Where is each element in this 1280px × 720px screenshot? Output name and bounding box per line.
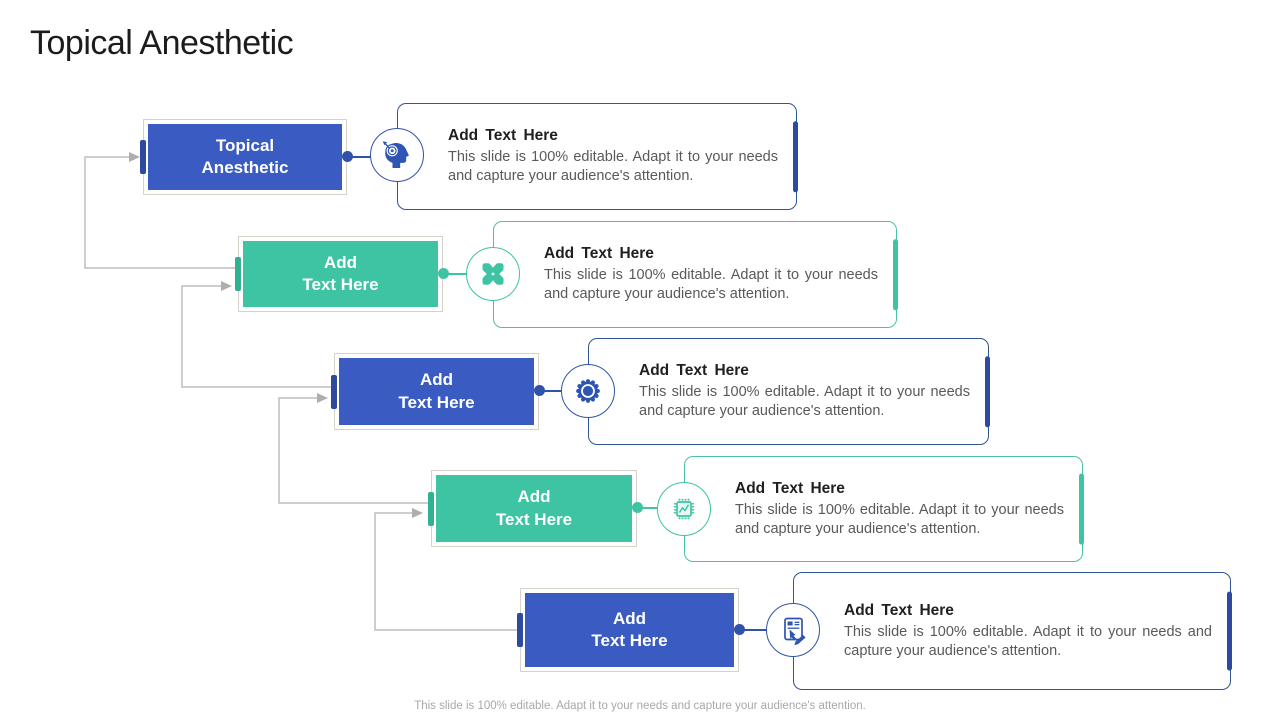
box-label-line2: Text Here bbox=[591, 631, 668, 650]
card-accent-bar bbox=[1079, 473, 1084, 545]
card-body: This slide is 100% editable. Adapt it to… bbox=[735, 501, 1064, 537]
dot-connector-line bbox=[539, 390, 561, 392]
card-title: Add Text Here bbox=[448, 127, 558, 145]
description-card[interactable]: Add Text Here This slide is 100% editabl… bbox=[397, 103, 798, 210]
box-label-line1: Topical bbox=[215, 135, 275, 155]
card-body: This slide is 100% editable. Adapt it to… bbox=[844, 623, 1212, 659]
step-box-topical-anesthetic[interactable]: Topical Anesthetic bbox=[140, 119, 347, 195]
card-body: This slide is 100% editable. Adapt it to… bbox=[639, 384, 970, 419]
dot-connector bbox=[534, 385, 545, 396]
step-box-4[interactable]: Add Text Here bbox=[428, 470, 637, 547]
dot-connector bbox=[734, 624, 745, 635]
chip-chart-icon bbox=[657, 482, 711, 536]
tablet-signing-icon bbox=[766, 603, 820, 657]
box-label-line2: Text Here bbox=[398, 392, 475, 412]
step-box-3[interactable]: Add Text Here bbox=[331, 353, 539, 430]
box-label-line2: Text Here bbox=[495, 509, 573, 529]
head-target-icon bbox=[370, 128, 424, 182]
box-side-bar bbox=[140, 140, 146, 174]
dot-connector bbox=[342, 151, 353, 162]
gear-icon bbox=[561, 364, 615, 418]
footer-note: This slide is 100% editable. Adapt it to… bbox=[414, 700, 866, 712]
box-side-bar bbox=[428, 491, 434, 526]
dot-connector bbox=[632, 502, 643, 513]
dot-connector-line bbox=[347, 156, 371, 158]
card-body: This slide is 100% editable. Adapt it to… bbox=[544, 267, 878, 302]
box-label-line2: Text Here bbox=[302, 275, 379, 294]
card-accent-bar bbox=[793, 120, 798, 193]
dot-connector-line bbox=[739, 629, 766, 631]
page-title: Topical Anesthetic bbox=[30, 24, 294, 62]
box-side-bar bbox=[517, 613, 523, 647]
dot-connector-line bbox=[443, 273, 467, 275]
description-card[interactable]: Add Text Here This slide is 100% editabl… bbox=[793, 572, 1232, 690]
box-label-line1: Add bbox=[323, 252, 358, 272]
box-side-bar bbox=[331, 374, 337, 409]
card-accent-bar bbox=[1227, 591, 1232, 671]
box-side-bar bbox=[235, 257, 241, 291]
card-accent-bar bbox=[893, 238, 898, 311]
box-label-line1: Add bbox=[517, 487, 551, 507]
dot-connector-line bbox=[637, 507, 657, 509]
card-title: Add Text Here bbox=[735, 479, 845, 497]
step-box-2[interactable]: Add Text Here bbox=[235, 236, 443, 312]
description-card[interactable]: Add Text Here This slide is 100% editabl… bbox=[588, 338, 990, 445]
description-card[interactable]: Add Text Here This slide is 100% editabl… bbox=[684, 456, 1084, 562]
box-label-line1: Add bbox=[419, 370, 454, 390]
box-label-line2: Anesthetic bbox=[201, 158, 289, 177]
card-accent-bar bbox=[985, 355, 990, 428]
box-label-line1: Add bbox=[612, 608, 647, 628]
card-title: Add Text Here bbox=[639, 362, 749, 380]
step-box-5[interactable]: Add Text Here bbox=[517, 588, 739, 672]
card-body: This slide is 100% editable. Adapt it to… bbox=[448, 149, 778, 184]
bone-x-icon bbox=[466, 247, 520, 301]
description-card[interactable]: Add Text Here This slide is 100% editabl… bbox=[493, 221, 898, 328]
card-title: Add Text Here bbox=[844, 601, 954, 619]
dot-connector bbox=[438, 268, 449, 279]
card-title: Add Text Here bbox=[544, 245, 654, 263]
